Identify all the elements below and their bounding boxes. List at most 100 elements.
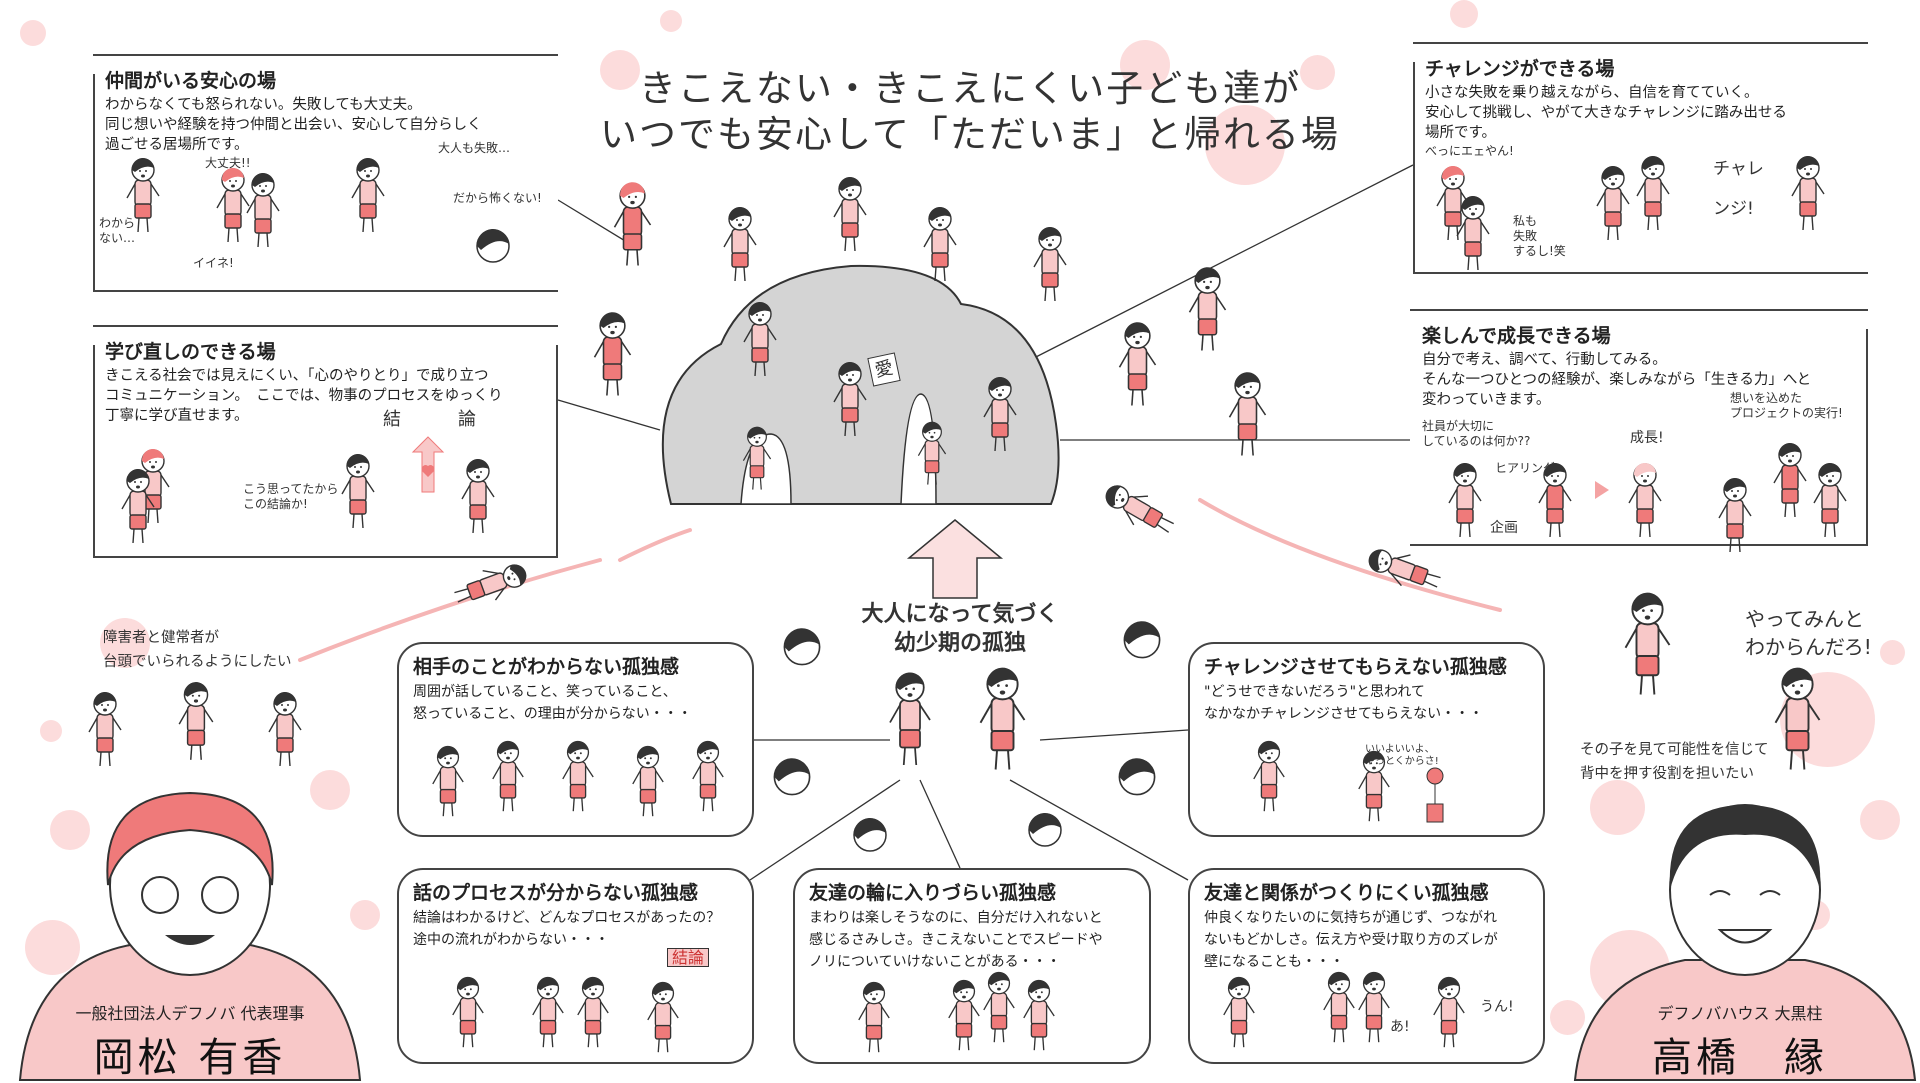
label-hearing: ヒアリング xyxy=(1495,461,1556,475)
child-figure xyxy=(1220,975,1258,1051)
speech-challe: チャレ ンジ! xyxy=(1713,159,1764,219)
adult-figure xyxy=(610,180,655,270)
child-figure xyxy=(1020,978,1058,1054)
thought-kou-omotte: こう思ってたから この結論か! xyxy=(243,482,339,511)
child-figure xyxy=(265,690,305,770)
loneliness-body: 結論はわかるけど、どんなプロセスがあったの？ 途中の流れがわからない・・・ xyxy=(413,910,721,948)
box-border xyxy=(93,74,95,290)
loneliness-heading: 話のプロセスが分からない孤独感 xyxy=(413,882,699,904)
child-figure xyxy=(574,975,612,1051)
child-figure xyxy=(458,457,498,537)
child-figure xyxy=(915,420,949,488)
speech-un: うん! xyxy=(1480,999,1514,1015)
avatar-okamatsu xyxy=(18,791,362,1081)
avatar-takahashi xyxy=(1573,804,1917,1081)
place-body: きこえる社会では見えにくい、「心のやりとり」で成り立つ コミュニケーション。 こ… xyxy=(105,368,503,424)
person-role: 一般社団法人デフノバ 代表理事 xyxy=(75,1004,305,1023)
child-figure xyxy=(830,360,870,440)
loneliness-box-relationship: 友達と関係がつくりにくい孤独感 仲良くなりたいのに気持ちが通じず、つながれ ない… xyxy=(1188,868,1545,1064)
child-figure xyxy=(1115,320,1160,410)
place-body: 自分で考え、調べて、行動してみる。 そんな一つひとつの経験が、楽しみながら「生き… xyxy=(1422,352,1812,408)
child-figure xyxy=(529,975,567,1051)
child-figure xyxy=(720,205,760,285)
child-figure xyxy=(830,175,870,255)
child-head xyxy=(780,625,824,669)
main-title: きこえない・きこえにくい子ども達が いつでも安心して「ただいま」と帰れる場 xyxy=(560,66,1380,158)
adult-figure xyxy=(1810,461,1850,541)
speech-iine: イイネ! xyxy=(193,256,234,270)
speech-yattemin: やってみんと わからんだろ! xyxy=(1745,607,1872,659)
box-border xyxy=(93,345,95,556)
speech-dakara: だから怖くない! xyxy=(453,191,542,205)
running-adult-figure xyxy=(1770,665,1825,775)
loneliness-box-process: 話のプロセスが分からない孤独感 結論はわかるけど、どんなプロセスがあったの？ 途… xyxy=(397,868,754,1064)
speech-a: あ! xyxy=(1390,1019,1410,1035)
child-figure xyxy=(689,739,727,815)
label-ron: 論 xyxy=(458,409,476,430)
speech-watashimo: 私も 失敗 するし!笑 xyxy=(1513,214,1566,258)
adult-figure xyxy=(590,310,635,400)
child-figure xyxy=(1633,154,1673,234)
adult-figure xyxy=(1788,154,1828,234)
adult-figure xyxy=(348,156,388,236)
speech-omoi: 想いを込めた プロジェクトの実行! xyxy=(1730,391,1843,420)
child-figure xyxy=(1355,970,1393,1046)
left-caption: 障害者と健常者が 台頭でいられるようにしたい xyxy=(103,630,292,670)
play-arrow-icon xyxy=(1595,481,1609,499)
box-border xyxy=(1413,62,1415,272)
speech-iiyo: いいよいいよ、 やっとくからさ! xyxy=(1365,744,1439,767)
flower-pot-icon xyxy=(1426,767,1444,823)
child-figure xyxy=(1320,970,1358,1046)
person-name: 岡松 有香 xyxy=(93,1035,287,1081)
adult-figure xyxy=(644,980,682,1056)
child-figure xyxy=(429,744,467,820)
ketsuron-sign: 結論 xyxy=(667,948,710,967)
loneliness-heading: 相手のことがわからない孤独感 xyxy=(413,656,680,678)
box-border xyxy=(556,345,558,556)
child-figure xyxy=(1453,194,1493,274)
child-figure xyxy=(175,680,217,764)
child-figure xyxy=(980,970,1018,1046)
loneliness-box-challenge: チャレンジさせてもらえない孤独感 "どうせできないだろう"と思われて なかなかチ… xyxy=(1188,642,1545,837)
loneliness-body: 周囲が話していること、笑っていること、 怒っていること、の理由が分からない・・・ xyxy=(413,684,692,722)
adult-figure xyxy=(1535,461,1575,541)
child-figure xyxy=(559,739,597,815)
speech-daijoubu: 大丈夫!! xyxy=(205,156,251,170)
loneliness-box-circle: 友達の輪に入りづらい孤独感 まわりは楽しそうなのに、自分だけ入れないと 感じるさ… xyxy=(793,868,1151,1064)
speech-wakarana: わから ない… xyxy=(99,216,136,245)
place-heading: チャレンジができる場 xyxy=(1425,58,1615,80)
child-figure xyxy=(1715,476,1755,556)
adult-figure xyxy=(975,665,1030,775)
person-name: 高橋 縁 xyxy=(1652,1035,1828,1081)
adult-figure xyxy=(1770,441,1810,521)
heart-arrow-icon xyxy=(411,436,445,493)
speech-betsu: べっにエェやん! xyxy=(1425,144,1514,158)
child-figure xyxy=(920,205,960,285)
up-arrow-icon xyxy=(906,519,1004,599)
loneliness-box-understand: 相手のことがわからない孤独感 周囲が話していること、笑っていること、 怒っている… xyxy=(397,642,754,837)
center-label: 大人になって気づく 幼少期の孤独 xyxy=(861,602,1059,656)
place-box-safe: 仲間がいる安心の場 わからなくても怒られない。失敗しても大丈夫。 同じ想いや経験… xyxy=(93,54,558,292)
child-figure xyxy=(85,690,125,770)
child-head xyxy=(770,755,814,799)
label-kikaku: 企画 xyxy=(1490,520,1518,536)
child-figure xyxy=(885,670,935,770)
box-border xyxy=(1866,329,1868,544)
loneliness-body: まわりは楽しそうなのに、自分だけ入れないと 感じるさみしさ。きこえないことでスピ… xyxy=(809,910,1103,970)
right-caption: その子を見て可能性を信じて 背中を押す役割を担いたい xyxy=(1580,742,1769,782)
child-figure xyxy=(1250,739,1288,815)
child-figure xyxy=(1225,370,1270,460)
place-heading: 仲間がいる安心の場 xyxy=(105,70,277,92)
jumping-child-figure xyxy=(1620,590,1675,700)
child-figure xyxy=(945,978,983,1054)
child-figure xyxy=(1430,975,1468,1051)
place-body: わからなくても怒られない。失敗しても大丈夫。 同じ想いや経験を持つ仲間と出会い、… xyxy=(105,97,482,153)
label-ketsu: 結 xyxy=(383,409,401,430)
child-figure xyxy=(449,975,487,1051)
place-body: 小さな失敗を乗り越えながら、自信を育てていく。 安心して挑戦し、やがて大きなチャ… xyxy=(1425,85,1787,141)
child-head xyxy=(473,226,513,266)
child-figure xyxy=(1030,225,1070,305)
child-figure xyxy=(1593,164,1633,244)
child-head xyxy=(850,815,890,855)
place-box-grow: 楽しんで成長できる場 自分で考え、調べて、行動してみる。 そんな一つひとつの経験… xyxy=(1410,309,1868,546)
